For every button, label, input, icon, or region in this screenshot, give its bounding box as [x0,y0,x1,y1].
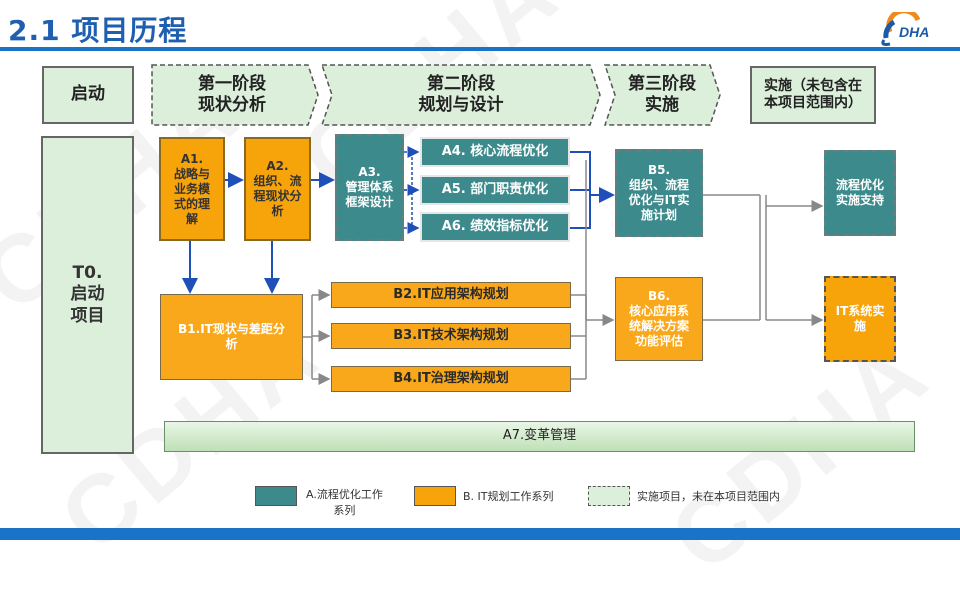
page-title: 2.1 项目历程 [8,14,188,47]
phase2-chevron [320,64,601,126]
box-t0: T0. 启动 项目 [41,136,134,454]
phase-impl-shape [750,66,876,124]
box-a5: A5. 部门职责优化 [420,175,570,205]
company-logo-icon [881,12,921,46]
box-a2: A2. 组织、流 程现状分 析 [244,137,311,241]
box-it-impl: IT系统实 施 [824,276,896,362]
box-b1: B1.IT现状与差距分 析 [160,294,303,380]
phase-impl-label: 实施（未包含在 本项目范围内） [764,77,862,112]
box-process-support: 流程优化 实施支持 [824,150,896,236]
bottom-bar [0,528,960,540]
connector-arrows [182,146,824,385]
title-underline [0,47,960,51]
logo-text: DHA [899,24,930,40]
phase2-label: 第二阶段 规划与设计 [418,73,504,115]
box-b2: B2.IT应用架构规划 [331,282,571,308]
phase1-label: 第一阶段 现状分析 [198,73,266,115]
legend-swatch-a [255,486,297,506]
legend-swatch-b [414,486,456,506]
phase3-label: 第三阶段 实施 [628,73,696,115]
box-a4: A4. 核心流程优化 [420,137,570,167]
box-b4: B4.IT治理架构规划 [331,366,571,392]
phase1-chevron [151,64,319,126]
phase-start-shape [42,66,134,124]
box-a1: A1. 战略与 业务模 式的理 解 [159,137,225,241]
box-b5: B5. 组织、流程 优化与IT实 施计划 [615,149,703,237]
box-a3: A3. 管理体系 框架设计 [335,134,404,241]
box-a7: A7.变革管理 [164,421,915,452]
phase-start-label: 启动 [71,84,105,105]
phase-header [42,64,876,126]
legend-swatch-impl [588,486,630,506]
legend-a-text: A.流程优化工作 系列 [306,488,383,517]
box-a6: A6. 绩效指标优化 [420,212,570,242]
legend-b-text: B. IT规划工作系列 [463,490,554,503]
box-b3: B3.IT技术架构规划 [331,323,571,349]
phase3-chevron [603,64,721,126]
legend-impl-text: 实施项目，未在本项目范围内 [637,490,780,503]
box-b6: B6. 核心应用系 统解决方案 功能评估 [615,277,703,361]
